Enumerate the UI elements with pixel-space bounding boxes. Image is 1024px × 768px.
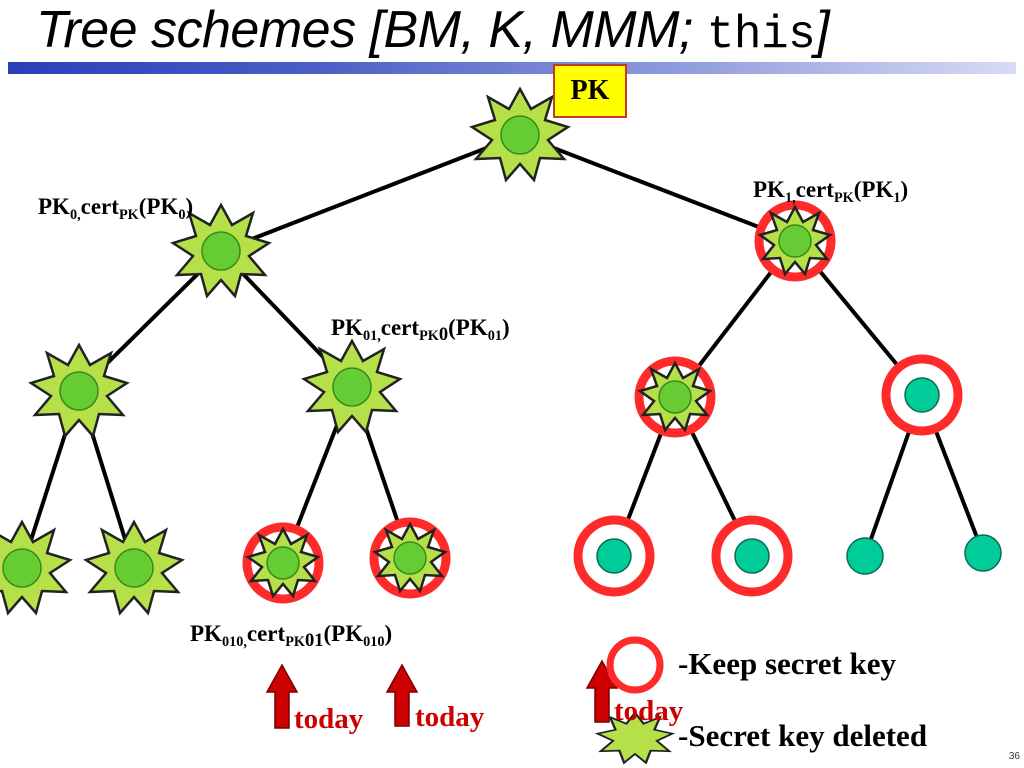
node-11-kept bbox=[881, 354, 963, 436]
slide-number: 36 bbox=[1008, 751, 1020, 762]
leaf-100-kept bbox=[573, 515, 655, 597]
leaf-101-kept bbox=[711, 515, 793, 597]
legend-keep-ring-icon bbox=[606, 636, 664, 694]
node-10-kept-then-deleted bbox=[634, 356, 716, 438]
title-main: Tree schemes [BM, K, MMM; bbox=[36, 1, 707, 59]
title-code: this bbox=[706, 9, 816, 61]
slide-title: Tree schemes [BM, K, MMM; this] bbox=[36, 0, 830, 61]
label-pk010: PK010,certPK01(PK010) bbox=[190, 621, 393, 651]
legend-deleted-star-icon bbox=[594, 710, 676, 765]
leaf-010-kept-then-deleted bbox=[242, 522, 324, 604]
leaf-000-deleted bbox=[0, 520, 72, 615]
legend-deleted-label: -Secret key deleted bbox=[678, 718, 928, 753]
label-pk01: PK01,certPK0(PK01) bbox=[331, 315, 510, 345]
today-label-1: today bbox=[294, 703, 364, 735]
leaf-111-future bbox=[964, 534, 1002, 572]
leaf-110-future bbox=[846, 537, 884, 575]
root-key-box: PK bbox=[553, 64, 627, 118]
leaf-011-kept-then-deleted bbox=[369, 517, 451, 599]
node-1-kept-then-deleted bbox=[754, 200, 836, 282]
legend-keep-label: -Keep secret key bbox=[678, 646, 897, 681]
title-underline bbox=[8, 62, 1016, 74]
label-pk0: PK0,certPK(PK0) bbox=[38, 194, 194, 223]
label-pk1: PK1,certPK(PK1) bbox=[753, 177, 909, 206]
today-arrow-2 bbox=[385, 663, 419, 727]
leaf-001-deleted bbox=[84, 520, 184, 615]
title-end: ] bbox=[815, 1, 830, 59]
today-arrow-1 bbox=[265, 663, 299, 729]
today-label-3: today bbox=[614, 695, 684, 727]
today-label-2: today bbox=[415, 701, 485, 733]
